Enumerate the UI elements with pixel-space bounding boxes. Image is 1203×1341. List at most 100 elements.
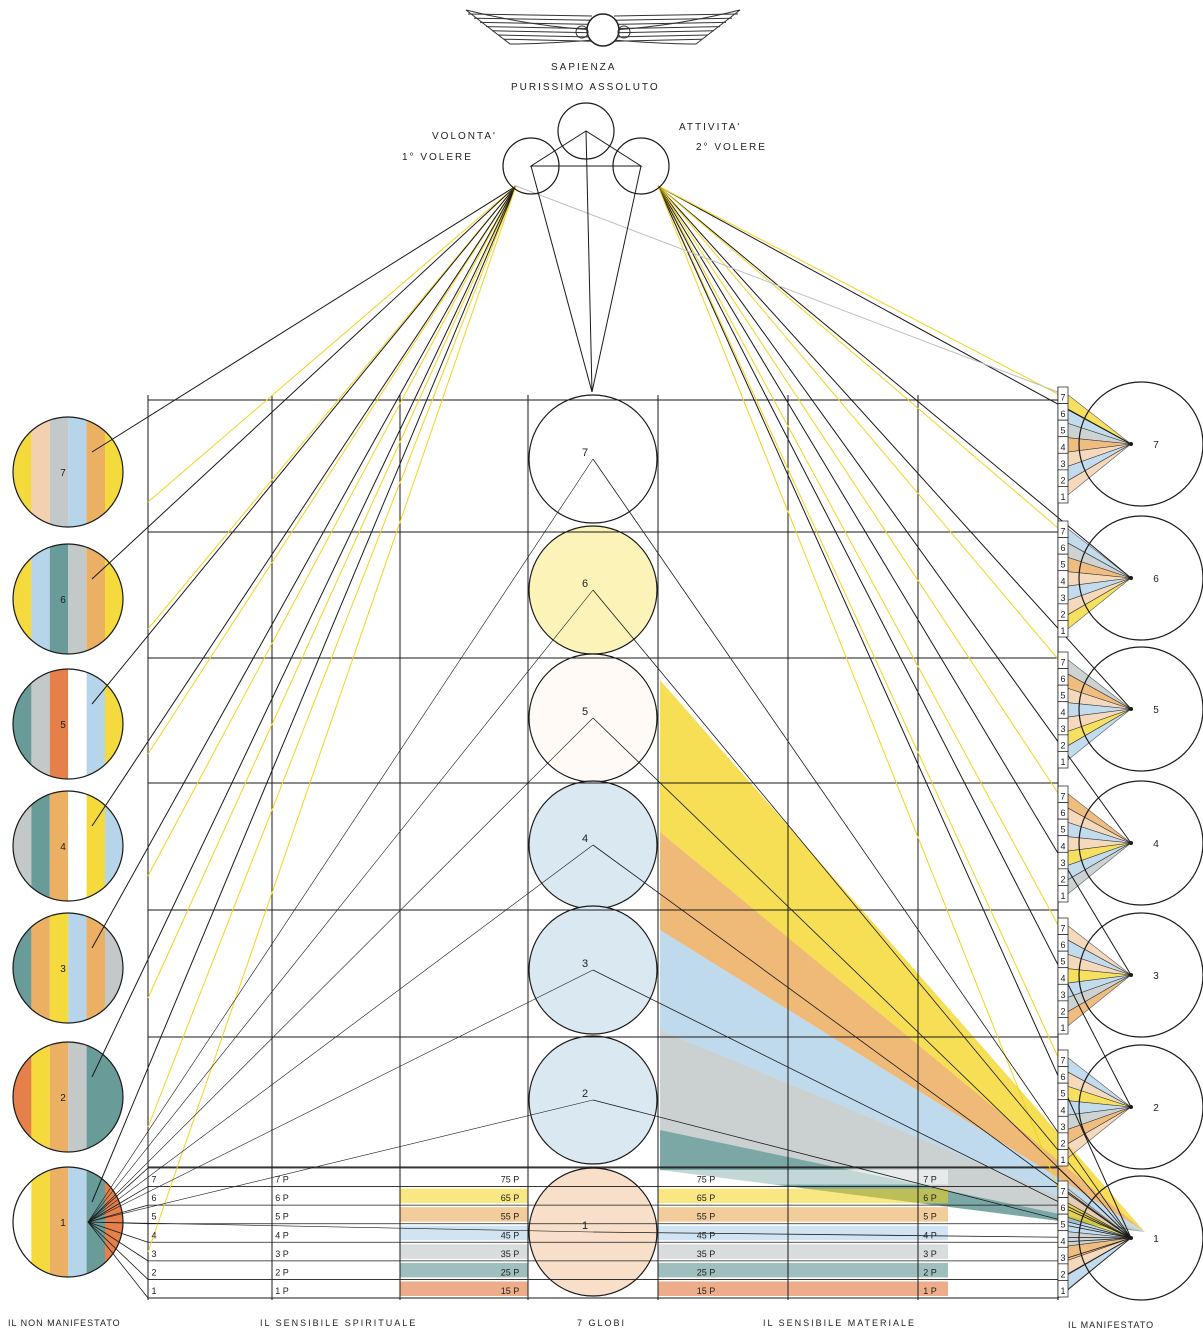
left-circle — [12, 668, 124, 780]
ray-globe-to-manifest — [592, 458, 1132, 1239]
right-circle-number: 6 — [1153, 574, 1159, 585]
band-p-label: 5 P — [275, 1212, 289, 1222]
band-strip-right — [658, 1170, 948, 1185]
right-box-level: 4 — [1060, 841, 1065, 851]
right-box-level: 3 — [1060, 858, 1065, 868]
band-p-label: 4 P — [275, 1230, 289, 1240]
right-box-level: 7 — [1060, 1056, 1065, 1066]
central-globe-number: 1 — [582, 1220, 588, 1232]
left-circle — [12, 1166, 124, 1278]
band-strip-right — [658, 1207, 948, 1222]
central-globe-number: 6 — [582, 578, 588, 590]
band-fan-line-left — [87, 1221, 149, 1280]
band-fan-line-right — [1057, 1237, 1132, 1299]
wing-feather-right — [613, 30, 715, 34]
right-box-level: 6 — [1060, 1072, 1065, 1082]
right-box-level: 7 — [1060, 393, 1065, 403]
band-fan-line-left — [87, 1221, 149, 1262]
ray-volonta-left — [91, 185, 517, 580]
left-circle-stripe — [86, 544, 105, 654]
band-p5-label-right: 75 P — [697, 1175, 716, 1185]
right-box-level: 3 — [1060, 1253, 1065, 1263]
left-circle-stripe — [31, 417, 50, 527]
right-box-level: 6 — [1060, 674, 1065, 684]
band-p-label-right: 6 P — [923, 1193, 937, 1203]
uraeus-right — [617, 25, 631, 39]
left-circle-stripe — [31, 1042, 50, 1152]
right-box-cell — [1057, 486, 1069, 504]
ray-globe-to-manifest — [592, 969, 1132, 1239]
left-circle-number: 5 — [60, 720, 66, 731]
band-fan-line-left — [87, 1186, 149, 1223]
right-box-level: 4 — [1060, 1105, 1065, 1115]
fan-wedge — [660, 930, 1145, 1232]
band-fan-line-right — [1057, 1237, 1132, 1262]
band-strip-right — [658, 1188, 948, 1204]
ray-attivita-right — [657, 185, 1132, 1108]
left-circle-number: 4 — [60, 842, 66, 853]
right-box-level: 1 — [1060, 891, 1065, 901]
left-circle-stripe — [31, 669, 50, 779]
right-box-cell — [1057, 1149, 1069, 1167]
apex-pyramid-right — [591, 165, 642, 393]
winged-disc-emblem — [465, 9, 741, 47]
right-box-level: 7 — [1060, 527, 1065, 537]
ray-volonta-left-yellow — [147, 185, 517, 503]
band-fan-line-right — [1057, 1223, 1132, 1239]
ray-attivita-right — [657, 185, 1132, 710]
right-box-level: 3 — [1060, 593, 1065, 603]
wing-feather-left — [479, 21, 593, 25]
band-strip-left — [400, 1281, 528, 1296]
apex-circle-sapienza — [557, 102, 615, 160]
right-box-level: 2 — [1060, 1006, 1065, 1016]
subtitle-purissimo: PURISSIMO ASSOLUTO — [511, 82, 660, 93]
left-circle — [12, 543, 124, 655]
central-globe-number: 7 — [582, 447, 588, 459]
left-circle-stripe — [31, 791, 50, 901]
right-circle — [1078, 912, 1203, 1038]
band-fan-line-left — [87, 1221, 149, 1243]
band-level-number: 6 — [151, 1193, 156, 1203]
band-level-number: 5 — [151, 1212, 156, 1222]
band-p5-label-left: 75 P — [501, 1175, 520, 1185]
right-box-level: 1 — [1060, 1023, 1065, 1033]
left-circle-stripe — [49, 544, 69, 654]
band-p-label: 3 P — [275, 1249, 289, 1259]
band-p5-label-right: 25 P — [697, 1267, 716, 1277]
band-p5-label-left: 45 P — [501, 1230, 520, 1240]
left-circle — [12, 416, 124, 528]
right-circle — [1078, 381, 1203, 507]
right-box-level: 7 — [1060, 1187, 1065, 1197]
label-secondo-volere: 2° VOLERE — [696, 142, 767, 153]
ray-attivita-right — [657, 185, 1132, 579]
footer-sensibile-spirituale: IL SENSIBILE SPIRITUALE — [260, 1318, 418, 1328]
label-attivita: ATTIVITA' — [679, 122, 742, 133]
ray-globe-to-non-manifest — [87, 589, 594, 1223]
right-box-level: 1 — [1060, 1286, 1065, 1296]
right-box-level: 2 — [1060, 1269, 1065, 1279]
footer-non-manifestato: IL NON MANIFESTATO — [8, 1318, 121, 1328]
apex-pyramid-left — [530, 165, 593, 393]
right-circle — [1078, 1044, 1203, 1170]
central-globe-number: 4 — [582, 833, 588, 845]
right-box-level: 2 — [1060, 475, 1065, 485]
band-p5-label-right: 45 P — [697, 1230, 716, 1240]
wing-feather-left — [497, 34, 593, 38]
right-box-level: 1 — [1060, 1155, 1065, 1165]
ray-globe-to-non-manifest — [87, 717, 594, 1223]
fan-wedge — [660, 832, 1145, 1232]
ray-attivita-right-yellow — [657, 185, 1059, 395]
right-box-level: 5 — [1060, 1089, 1065, 1099]
band-level-number: 3 — [151, 1249, 156, 1259]
right-box-level: 4 — [1060, 1236, 1065, 1246]
right-circle-focus-point — [1129, 442, 1133, 446]
right-box-level: 4 — [1060, 707, 1065, 717]
left-circle-number: 2 — [60, 1093, 66, 1104]
band-strip-right — [658, 1244, 948, 1259]
left-circle-stripe — [49, 913, 69, 1023]
right-box-cell — [1057, 1280, 1069, 1298]
band-p-label: 7 P — [275, 1175, 289, 1185]
ray-volonta-left — [91, 185, 517, 705]
right-box-cell — [1057, 620, 1069, 638]
band-fan-line-right — [1057, 1237, 1132, 1280]
